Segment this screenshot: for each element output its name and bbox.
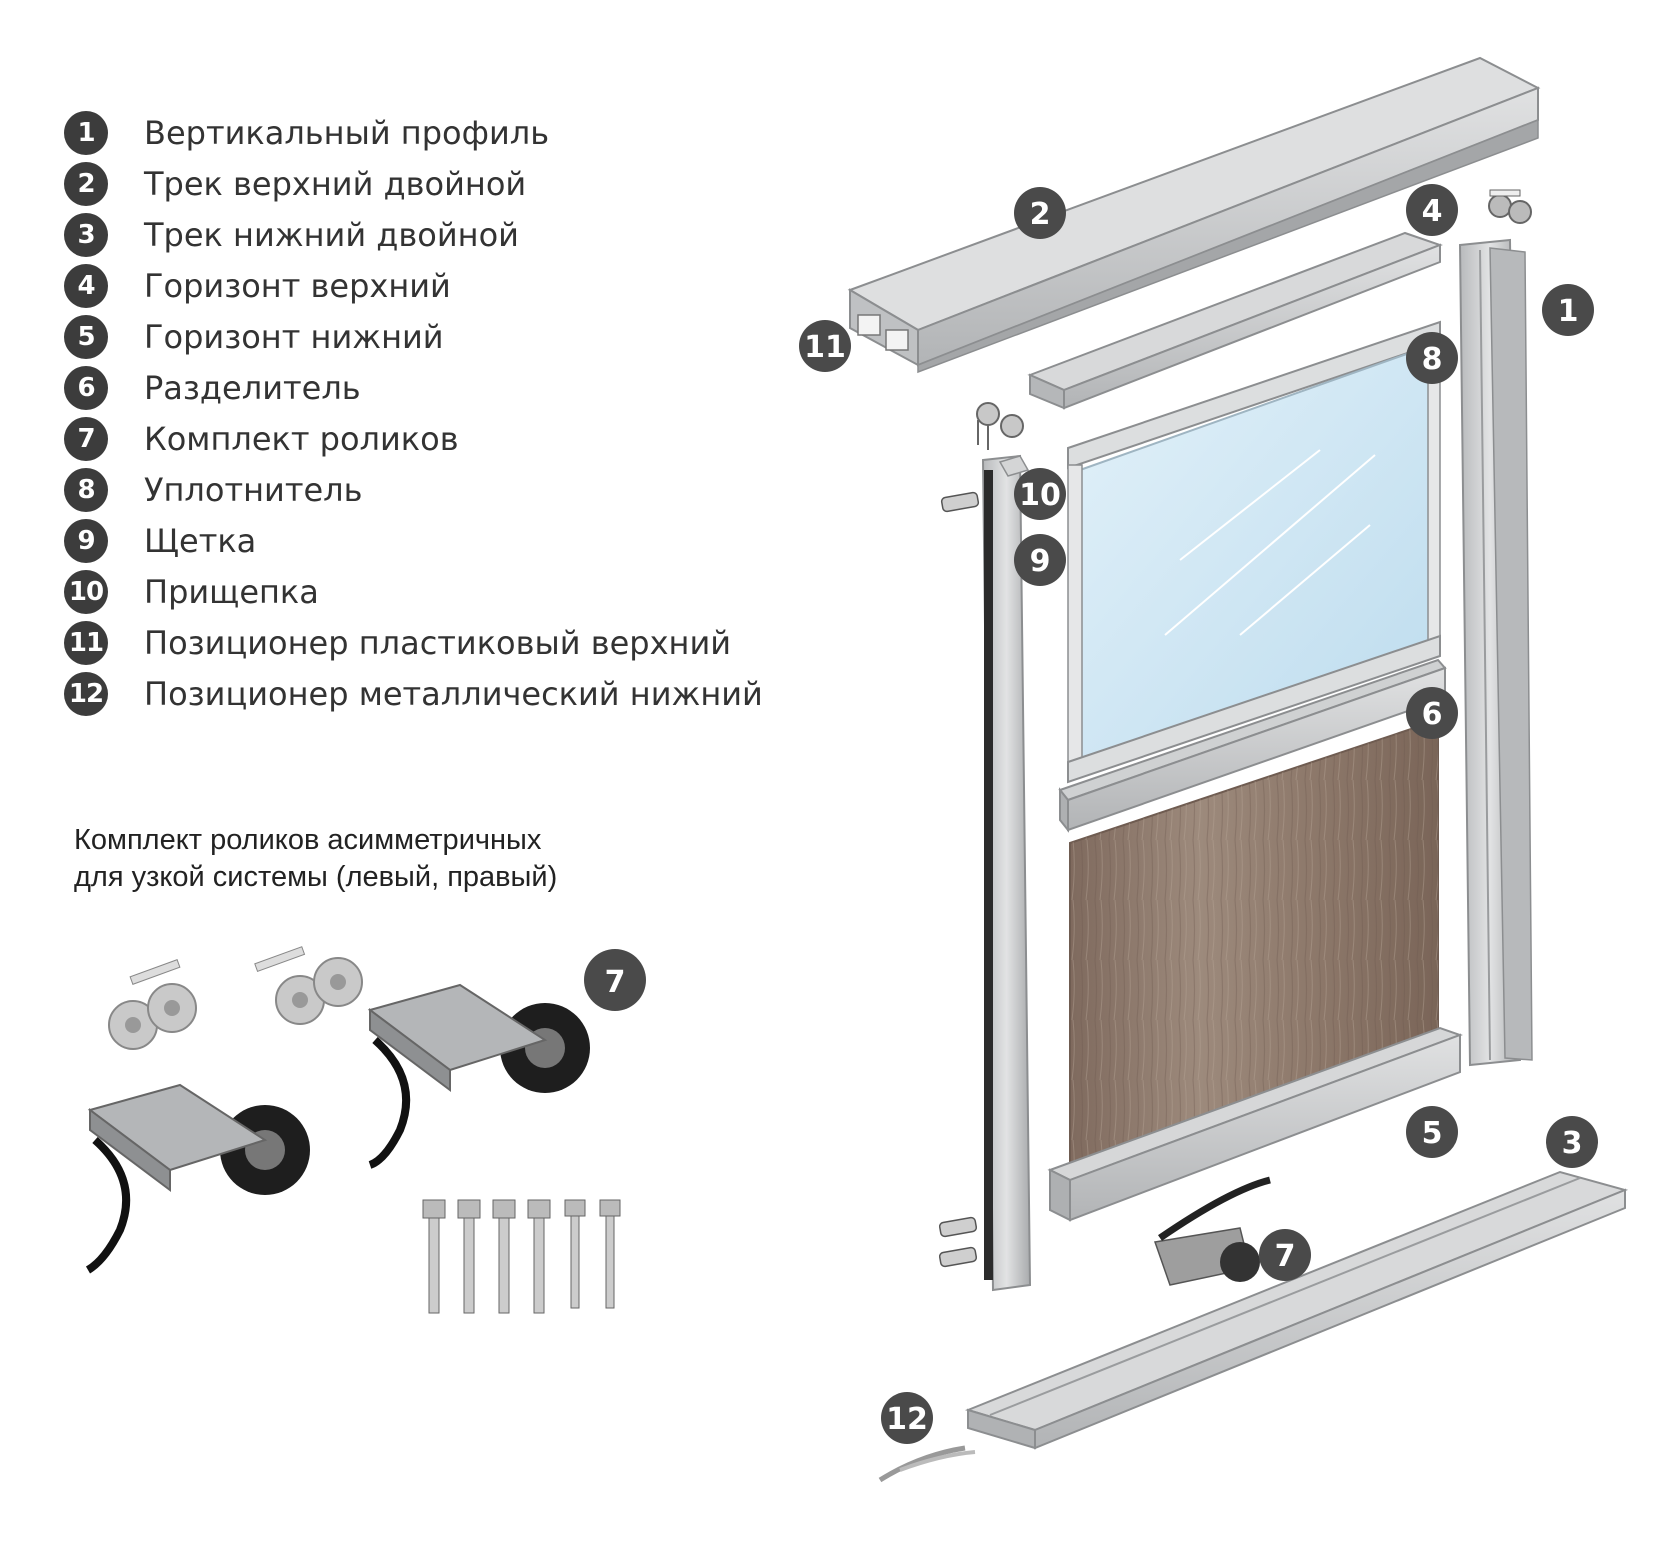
legend-item-1: 1 Вертикальный профиль bbox=[64, 108, 549, 158]
small-roller-right bbox=[254, 946, 363, 1025]
legend-number-badge: 7 bbox=[64, 417, 108, 461]
legend-number-badge: 10 bbox=[64, 570, 108, 614]
legend-number-badge: 6 bbox=[64, 366, 108, 410]
large-roller-right bbox=[367, 983, 590, 1169]
legend-item-9: 9 Щетка bbox=[64, 516, 256, 566]
large-roller-left bbox=[85, 1083, 310, 1274]
legend-item-12: 12 Позиционер металлический нижний bbox=[64, 669, 763, 719]
callout-12: 12 bbox=[881, 1392, 933, 1444]
callout-1: 1 bbox=[1542, 284, 1594, 336]
legend-label: Трек верхний двойной bbox=[144, 165, 527, 203]
roller-kit-caption-line2: для узкой системы (левый, правый) bbox=[74, 861, 558, 893]
svg-text:10: 10 bbox=[1019, 478, 1061, 513]
seal-and-glass-panel bbox=[1067, 320, 1441, 784]
brush-strip bbox=[984, 470, 993, 1280]
svg-text:2: 2 bbox=[1030, 197, 1051, 232]
svg-text:7: 7 bbox=[1275, 1239, 1296, 1274]
metal-positioner bbox=[878, 1445, 976, 1483]
legend-label: Разделитель bbox=[144, 369, 361, 407]
legend-item-2: 2 Трек верхний двойной bbox=[64, 159, 526, 209]
roller-kit-caption: Комплект роликов асимметричных для узкой… bbox=[74, 822, 557, 896]
legend-number-badge: 3 bbox=[64, 213, 108, 257]
legend-label: Щетка bbox=[144, 522, 257, 560]
legend-label: Позиционер пластиковый верхний bbox=[144, 624, 732, 662]
svg-text:5: 5 bbox=[1422, 1116, 1443, 1151]
legend-number-badge: 8 bbox=[64, 468, 108, 512]
legend-label: Уплотнитель bbox=[144, 471, 363, 509]
callout-7-door: 7 bbox=[1259, 1229, 1311, 1281]
legend-number-badge: 2 bbox=[64, 162, 108, 206]
legend-item-11: 11 Позиционер пластиковый верхний bbox=[64, 618, 731, 668]
legend-item-3: 3 Трек нижний двойной bbox=[64, 210, 519, 260]
callout-4: 4 bbox=[1406, 184, 1458, 236]
svg-text:8: 8 bbox=[1422, 342, 1443, 377]
callout-6: 6 bbox=[1406, 687, 1458, 739]
left-vertical-profile bbox=[981, 454, 1032, 1292]
svg-text:4: 4 bbox=[1422, 194, 1443, 229]
legend-item-7: 7 Комплект роликов bbox=[64, 414, 459, 464]
legend-number-badge: 12 bbox=[64, 672, 108, 716]
legend-label: Вертикальный профиль bbox=[144, 114, 550, 152]
legend-number-badge: 4 bbox=[64, 264, 108, 308]
legend-number-badge: 1 bbox=[64, 111, 108, 155]
callout-10: 10 bbox=[1014, 468, 1066, 520]
legend-label: Комплект роликов bbox=[144, 420, 459, 458]
svg-text:6: 6 bbox=[1422, 697, 1443, 732]
legend-label: Горизонт верхний bbox=[144, 267, 451, 305]
legend-number-badge: 9 bbox=[64, 519, 108, 563]
right-vertical-profile bbox=[1458, 238, 1533, 1067]
svg-text:1: 1 bbox=[1558, 294, 1579, 329]
left-top-roller bbox=[976, 402, 1024, 450]
callout-7-kit: 7 bbox=[584, 949, 646, 1011]
top-horizontal-profile bbox=[1027, 231, 1443, 410]
legend-item-8: 8 Уплотнитель bbox=[64, 465, 362, 515]
roller-kit-illustration bbox=[85, 946, 621, 1314]
legend-label: Горизонт нижний bbox=[144, 318, 444, 356]
screws-set bbox=[422, 1199, 621, 1314]
legend-item-4: 4 Горизонт верхний bbox=[64, 261, 451, 311]
bottom-roller-door bbox=[1153, 1176, 1271, 1286]
legend-label: Позиционер металлический нижний bbox=[144, 675, 763, 713]
callout-5: 5 bbox=[1406, 1106, 1458, 1158]
svg-text:11: 11 bbox=[804, 330, 846, 365]
svg-text:3: 3 bbox=[1562, 1126, 1583, 1161]
legend-label: Прищепка bbox=[144, 573, 319, 611]
svg-text:12: 12 bbox=[886, 1402, 928, 1437]
top-double-track bbox=[847, 56, 1541, 374]
legend-label: Трек нижний двойной bbox=[144, 216, 519, 254]
small-roller-left bbox=[108, 959, 197, 1050]
legend-number-badge: 5 bbox=[64, 315, 108, 359]
callout-9: 9 bbox=[1014, 534, 1066, 586]
legend-item-6: 6 Разделитель bbox=[64, 363, 361, 413]
roller-kit-caption-line1: Комплект роликов асимметричных bbox=[74, 824, 542, 856]
callout-3: 3 bbox=[1546, 1116, 1598, 1168]
clip-screws bbox=[938, 491, 980, 1268]
callout-2: 2 bbox=[1014, 187, 1066, 239]
svg-text:9: 9 bbox=[1030, 544, 1051, 579]
legend-item-10: 10 Прищепка bbox=[64, 567, 319, 617]
callout-8: 8 bbox=[1406, 332, 1458, 384]
legend-number-badge: 11 bbox=[64, 621, 108, 665]
callout-11: 11 bbox=[799, 320, 851, 372]
legend-item-5: 5 Горизонт нижний bbox=[64, 312, 444, 362]
bottom-horizontal-profile bbox=[1047, 1026, 1463, 1222]
divider-profile bbox=[1058, 658, 1447, 833]
bottom-double-track bbox=[964, 1170, 1629, 1450]
top-roller-small bbox=[1488, 189, 1532, 224]
svg-text:7: 7 bbox=[605, 965, 626, 1000]
